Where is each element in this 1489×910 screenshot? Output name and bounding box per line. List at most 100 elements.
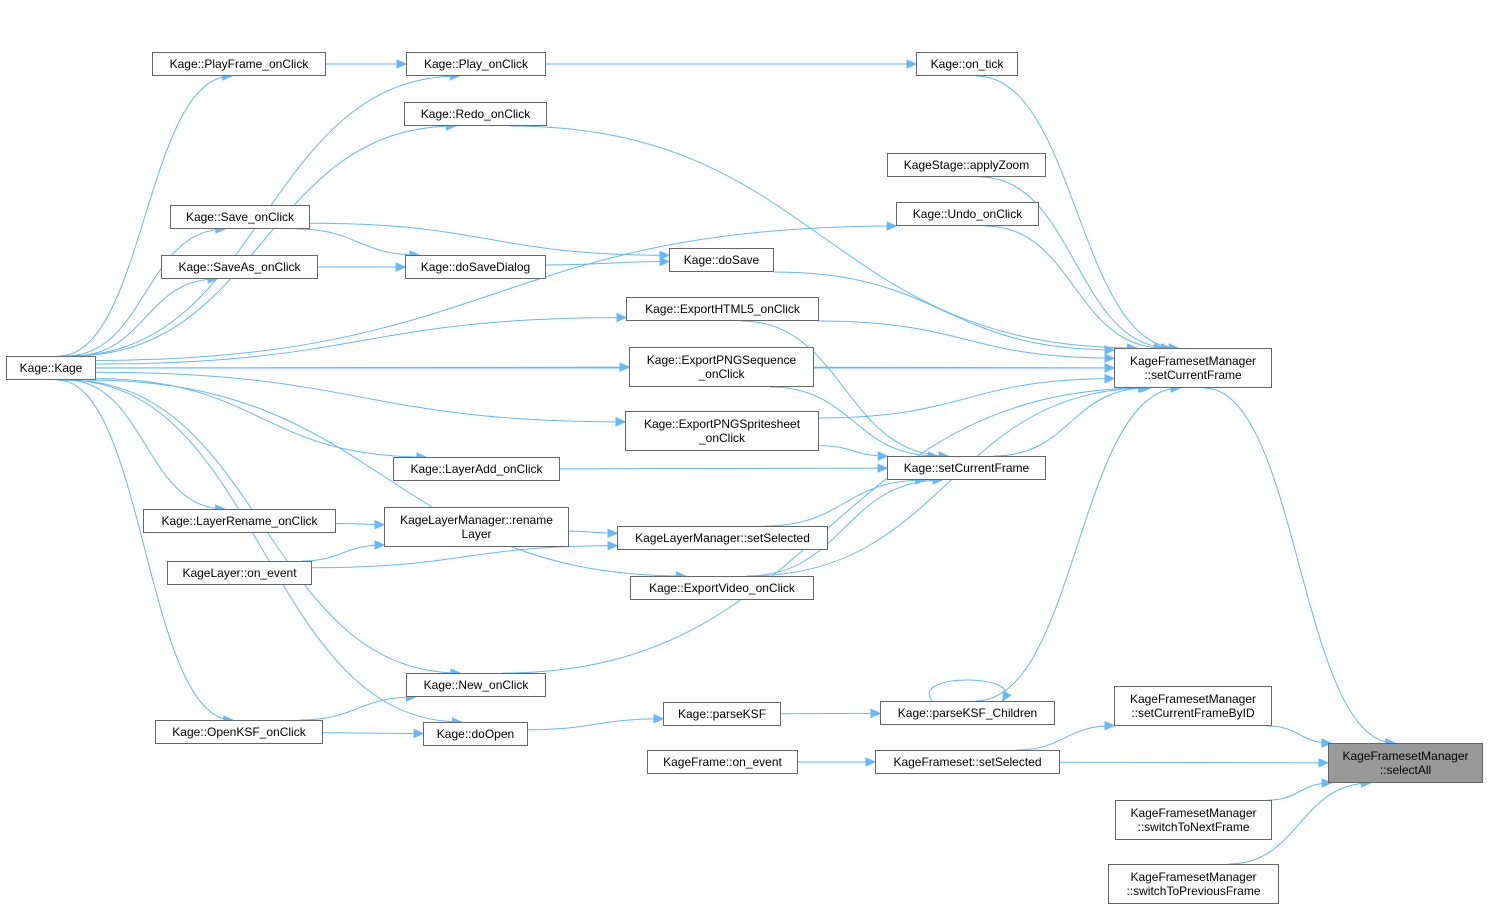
edge-kage-to-exporthtml5	[95, 316, 627, 365]
edge-exportpngsprite-to-kfm-setcurrent	[818, 378, 1115, 419]
node-label-line: ::switchToNextFrame	[1137, 820, 1250, 834]
edge-exportvideo-to-k-setcurrent	[746, 479, 943, 577]
node-saveas[interactable]: Kage::SaveAs_onClick	[161, 255, 318, 279]
node-layerrename[interactable]: Kage::LayerRename_onClick	[143, 509, 336, 533]
edge-arrowhead	[877, 463, 889, 473]
edge-arrowhead	[1001, 690, 1012, 703]
node-klm-setselected[interactable]: KageLayerManager::setSelected	[617, 526, 828, 550]
edge-save-to-dosavedialog	[296, 228, 419, 256]
node-parseksf-children[interactable]: Kage::parseKSF_Children	[880, 701, 1055, 725]
node-frame-onevent[interactable]: KageFrame::on_event	[647, 750, 798, 774]
node-save[interactable]: Kage::Save_onClick	[170, 205, 310, 229]
node-label-line: KageFramesetManager	[1130, 806, 1257, 820]
node-exportpngsprite[interactable]: Kage::ExportPNGSpritesheet_onClick	[625, 411, 819, 451]
edge-exportpngseq-to-k-setcurrent	[770, 386, 938, 457]
edge-kfm-setbyid-to-selectall	[1267, 725, 1331, 744]
node-label-line: KageFramesetManager	[1342, 749, 1469, 763]
node-label-line: KageFramesetManager	[1129, 354, 1257, 368]
edge-arrowhead	[653, 714, 665, 724]
node-ontick[interactable]: Kage::on_tick	[916, 52, 1018, 76]
edge-arrowhead	[413, 728, 425, 739]
node-label-line: Kage::PlayFrame_onClick	[169, 57, 309, 71]
node-label-line: ::switchToPreviousFrame	[1126, 884, 1261, 898]
node-label-line: Kage::Kage	[19, 361, 83, 375]
edge-frameset-setselected-to-kfm-setbyid	[1015, 725, 1115, 751]
node-dosave[interactable]: Kage::doSave	[669, 248, 774, 272]
node-applyzoom[interactable]: KageStage::applyZoom	[887, 153, 1046, 177]
node-label-line: Kage::parseKSF	[677, 707, 767, 721]
node-doopen[interactable]: Kage::doOpen	[423, 722, 528, 746]
node-label-line: Kage::ExportPNGSequence	[646, 353, 797, 367]
edge-arrowhead	[659, 250, 671, 261]
node-playframe[interactable]: Kage::PlayFrame_onClick	[152, 52, 326, 76]
edge-klm-setselected-to-k-setcurrent	[764, 479, 925, 527]
edge-undo-to-kfm-setcurrent	[985, 225, 1164, 349]
edge-kage-to-exportpngsprite	[95, 371, 626, 423]
edge-kage-to-playframe	[58, 75, 232, 357]
node-label-line: KageLayerManager::rename	[400, 513, 553, 527]
node-dosavedialog[interactable]: Kage::doSaveDialog	[405, 255, 546, 279]
edge-openksf-to-new	[299, 696, 416, 721]
node-layeradd[interactable]: Kage::LayerAdd_onClick	[393, 457, 560, 481]
node-kfm-setbyid[interactable]: KageFramesetManager::setCurrentFrameByID	[1114, 686, 1272, 726]
node-label-line: Kage::SaveAs_onClick	[178, 260, 301, 274]
edge-doopen-to-parseksf	[527, 718, 664, 731]
edge-exportvideo-to-kfm-setcurrent	[747, 387, 1151, 577]
edge-openksf-to-doopen	[322, 732, 424, 735]
node-redo[interactable]: Kage::Redo_onClick	[404, 102, 547, 126]
node-kfm-setcurrent[interactable]: KageFramesetManager::setCurrentFrame	[1114, 348, 1272, 388]
edge-kfm-setcurrent-to-selectall	[1203, 387, 1395, 744]
edge-arrowhead	[1104, 353, 1116, 363]
edge-dosavedialog-to-dosave	[545, 260, 670, 266]
edge-switchprev-to-selectall	[1228, 782, 1371, 865]
node-label-line: KageFramesetManager	[1130, 870, 1257, 884]
edge-ontick-to-kfm-setcurrent	[975, 75, 1179, 349]
node-label-line: ::setCurrentFrame	[1144, 368, 1242, 382]
edge-layeradd-to-k-setcurrent	[559, 467, 888, 470]
edge-arrowhead	[659, 256, 671, 267]
node-label-line: KageFrameset::setSelected	[893, 755, 1042, 769]
node-label-line: Kage::ExportHTML5_onClick	[645, 302, 800, 316]
node-label-line: _onClick	[698, 367, 745, 381]
node-new[interactable]: Kage::New_onClick	[406, 673, 546, 697]
edge-arrowhead	[877, 451, 889, 461]
node-label-line: Kage::doOpen	[436, 727, 515, 741]
node-play[interactable]: Kage::Play_onClick	[406, 52, 546, 76]
edge-parseksf-children-to-kfm-setcurrent	[975, 387, 1180, 702]
node-label-line: Kage::doSave	[683, 253, 760, 267]
node-openksf[interactable]: Kage::OpenKSF_onClick	[155, 720, 323, 744]
node-parseksf[interactable]: Kage::parseKSF	[663, 702, 781, 726]
edge-k-setcurrent-to-kfm-setcurrent	[993, 387, 1148, 457]
edge-arrowhead	[374, 519, 386, 530]
edge-kage-to-undo	[95, 225, 897, 361]
edge-arrowhead	[396, 59, 408, 69]
node-exportpngseq[interactable]: Kage::ExportPNGSequence_onClick	[629, 347, 814, 387]
edge-kage-to-layerrename	[65, 379, 225, 510]
edge-dosave-to-kfm-setcurrent	[773, 271, 1115, 351]
node-selectall[interactable]: KageFramesetManager::selectAll	[1328, 743, 1483, 783]
node-kage[interactable]: Kage::Kage	[6, 356, 96, 380]
edge-arrowhead	[886, 221, 898, 231]
node-exportvideo[interactable]: Kage::ExportVideo_onClick	[630, 576, 814, 600]
edge-exportpngsprite-to-k-setcurrent	[818, 445, 888, 457]
node-k-setcurrent[interactable]: Kage::setCurrentFrame	[887, 456, 1046, 480]
node-switchnext[interactable]: KageFramesetManager::switchToNextFrame	[1115, 800, 1272, 840]
edge-kage-to-redo	[71, 125, 456, 357]
node-switchprev[interactable]: KageFramesetManager::switchToPreviousFra…	[1108, 864, 1279, 904]
edge-frameset-setselected-to-selectall	[1059, 761, 1329, 764]
node-frameset-setselected[interactable]: KageFrameset::setSelected	[875, 750, 1060, 774]
edge-arrowhead	[616, 312, 628, 323]
edge-exporthtml5-to-kfm-setcurrent	[818, 320, 1115, 359]
node-exporthtml5[interactable]: Kage::ExportHTML5_onClick	[626, 297, 819, 321]
node-label-line: Kage::Redo_onClick	[420, 107, 531, 121]
node-layer-onevent[interactable]: KageLayer::on_event	[167, 561, 312, 585]
edge-arrowhead	[1104, 720, 1116, 731]
node-label-line: _onClick	[698, 431, 746, 445]
edge-kage-to-saveas	[73, 278, 218, 357]
edge-arrowhead	[1321, 778, 1333, 788]
node-undo[interactable]: Kage::Undo_onClick	[896, 202, 1039, 226]
node-label-line: Kage::doSaveDialog	[420, 260, 531, 274]
edge-arrowhead	[619, 362, 631, 372]
